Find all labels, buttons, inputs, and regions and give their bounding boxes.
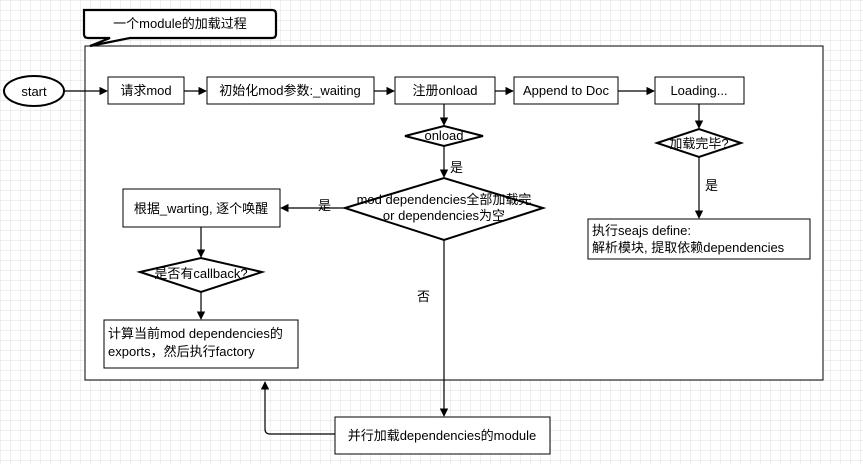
request-mod-node: 请求mod <box>107 76 185 105</box>
load-done-decision: 加载完毕? <box>653 127 745 159</box>
title-callout: 一个module的加载过程 <box>82 8 278 48</box>
deps-no-label: 否 <box>417 289 430 304</box>
onload-label: onload <box>424 128 463 143</box>
compute-line1: 计算当前mod dependencies的 <box>108 326 283 341</box>
deps-check-line1: mod dependencies全部加载完 <box>357 192 532 207</box>
request-mod-label: 请求mod <box>120 83 171 98</box>
loading-node: Loading... <box>654 76 745 105</box>
deps-check-line2: or dependencies为空 <box>383 208 505 223</box>
deps-yes-label: 是 <box>318 198 331 213</box>
load-done-label: 加载完毕? <box>669 136 728 151</box>
compute-exports-node: 计算当前mod dependencies的 exports，然后执行factor… <box>103 319 299 369</box>
exec-define-line1: 执行seajs define: <box>592 223 691 238</box>
onload-decision: onload <box>404 124 484 148</box>
compute-line2: exports，然后执行factory <box>108 344 255 359</box>
start-label: start <box>21 84 47 99</box>
append-doc-node: Append to Doc <box>513 76 619 105</box>
wake-up-label: 根据_warting, 逐个唤醒 <box>134 201 268 216</box>
start-node: start <box>3 75 65 107</box>
init-mod-label: 初始化mod参数:_waiting <box>219 83 361 98</box>
onload-yes-label: 是 <box>450 160 463 175</box>
parallel-load-label: 并行加载dependencies的module <box>348 428 537 443</box>
parallel-load-node: 并行加载dependencies的module <box>334 416 551 455</box>
loading-label: Loading... <box>670 83 727 98</box>
done-yes-label: 是 <box>705 178 718 193</box>
deps-check-decision: mod dependencies全部加载完 or dependencies为空 <box>341 176 547 242</box>
wake-up-node: 根据_warting, 逐个唤醒 <box>122 188 281 228</box>
callout-text: 一个module的加载过程 <box>113 16 247 31</box>
has-callback-label: 是否有callback? <box>154 266 247 281</box>
init-mod-node: 初始化mod参数:_waiting <box>206 76 375 105</box>
register-onload-label: 注册onload <box>412 83 477 98</box>
append-doc-label: Append to Doc <box>523 83 610 98</box>
exec-define-node: 执行seajs define: 解析模块, 提取依赖dependencies <box>587 218 811 260</box>
arrow-parallel-loop-back <box>260 381 335 435</box>
register-onload-node: 注册onload <box>394 76 496 105</box>
has-callback-decision: 是否有callback? <box>136 256 266 294</box>
exec-define-line2: 解析模块, 提取依赖dependencies <box>592 240 785 255</box>
